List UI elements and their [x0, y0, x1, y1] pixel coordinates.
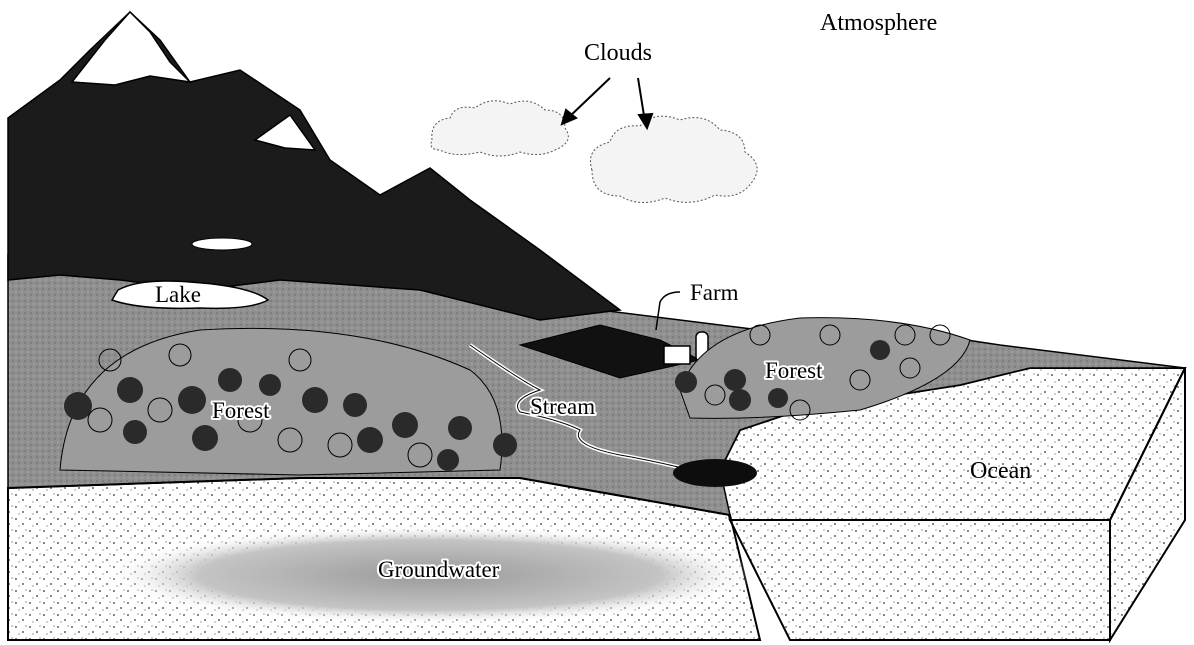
label-clouds: Clouds [584, 40, 652, 66]
label-forest-right: Forest [765, 358, 823, 383]
label-forest-left: Forest [212, 398, 270, 423]
cloud-left [431, 101, 568, 156]
label-lake: Lake [155, 282, 201, 307]
snow-cap-main [72, 12, 190, 85]
label-atmosphere: Atmosphere [820, 10, 937, 36]
estuary-pond [673, 459, 757, 487]
label-stream: Stream [530, 394, 595, 419]
snow-patch [192, 238, 252, 250]
label-farm: Farm [690, 280, 739, 305]
clouds-arrows [562, 78, 652, 128]
label-ocean: Ocean [970, 458, 1031, 484]
cloud-right [590, 116, 757, 202]
label-groundwater: Groundwater [378, 557, 500, 582]
